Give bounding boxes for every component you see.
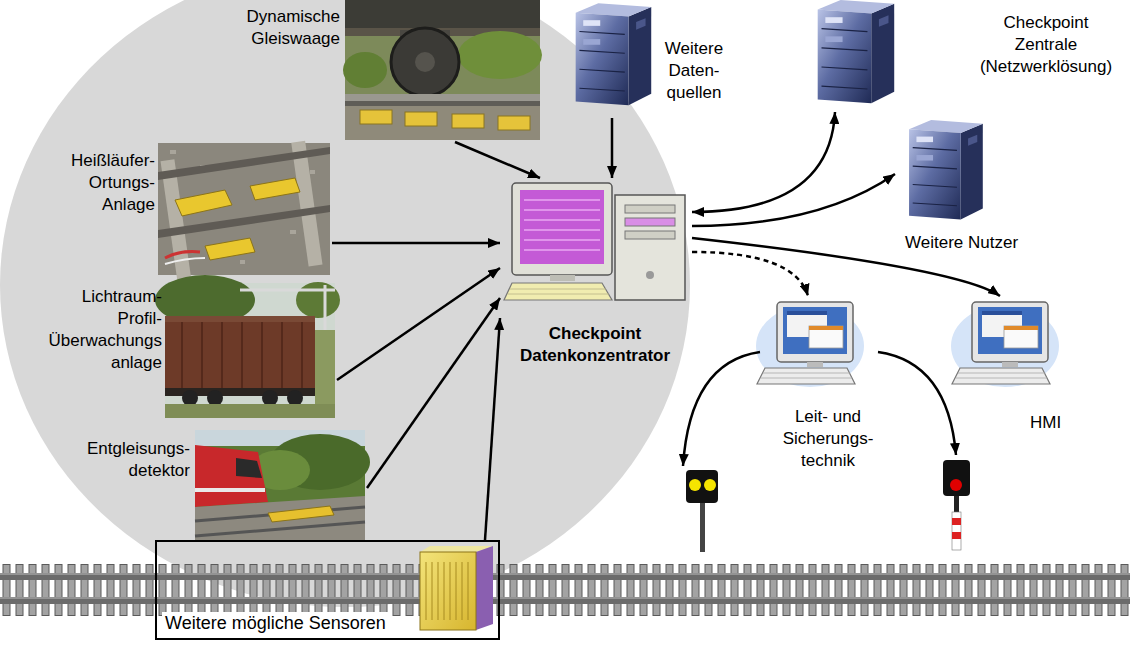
sensor-node: Entgleisungs- detektor <box>80 428 367 542</box>
sensor-node: Lichtraum- Profil- Überwachungs anlage <box>30 280 337 420</box>
control-node: Leit- und Sicherungs- technik <box>752 296 892 476</box>
sensor-node: Dynamische Gleiswaage <box>240 2 542 142</box>
signal-arrow <box>878 352 956 455</box>
node-label: Weitere Nutzer <box>905 232 1018 254</box>
user-node: Weitere Nutzer <box>895 116 1030 262</box>
hotbox-photo <box>158 141 330 285</box>
hmi-node: HMI <box>950 296 1075 438</box>
concentrator-node: Checkpoint Datenkonzentrator <box>500 178 692 374</box>
node-label: Leit- und Sicherungs- technik <box>778 406 878 472</box>
server-icon <box>576 3 652 105</box>
node-label: Lichtraum- Profil- Überwachungs anlage <box>49 286 162 374</box>
pc-icon <box>756 302 864 387</box>
arrow-connector <box>692 252 808 296</box>
arrow-connector <box>692 112 835 212</box>
arrow-connector <box>332 242 500 245</box>
pc-icon <box>951 302 1059 387</box>
data-source-node: Weitere Daten- quellen <box>568 0 740 118</box>
node-label: Dynamische Gleiswaage <box>246 6 340 50</box>
sensor-device <box>420 546 493 630</box>
sensor-node: Heißläufer- Ortungs- Anlage <box>30 140 332 277</box>
node-label: Weitere Daten- quellen <box>665 38 723 104</box>
sensor-box: Weitere mögliche Sensoren <box>155 540 500 640</box>
signal-yellow <box>686 470 718 552</box>
server-icon <box>909 120 983 220</box>
node-label: Checkpoint Zentrale (Netzwerklösung) <box>980 12 1112 78</box>
arrow-connector <box>455 142 540 178</box>
arrow-connector <box>611 118 614 178</box>
node-label: HMI <box>1030 412 1061 434</box>
arrow-connector <box>367 298 500 488</box>
node-label: Weitere mögliche Sensoren <box>162 612 389 635</box>
node-label: Checkpoint Datenkonzentrator <box>520 323 670 367</box>
scale-photo <box>343 0 542 140</box>
central-node: Checkpoint Zentrale (Netzwerklösung) <box>805 0 1123 112</box>
arrow-connector <box>337 268 500 380</box>
track <box>0 564 1130 616</box>
arrow-connector <box>485 318 500 540</box>
server-icon <box>818 0 895 103</box>
signal-red <box>943 460 970 550</box>
derailment-photo <box>195 430 370 540</box>
arrow-connector <box>692 174 895 226</box>
gauge-photo <box>155 275 340 418</box>
grey-region <box>0 0 690 607</box>
pc-icon <box>504 183 685 300</box>
node-label: Entgleisungs- detektor <box>87 438 190 482</box>
node-label: Heißläufer- Ortungs- Anlage <box>71 150 155 216</box>
signal-arrow <box>683 352 760 466</box>
